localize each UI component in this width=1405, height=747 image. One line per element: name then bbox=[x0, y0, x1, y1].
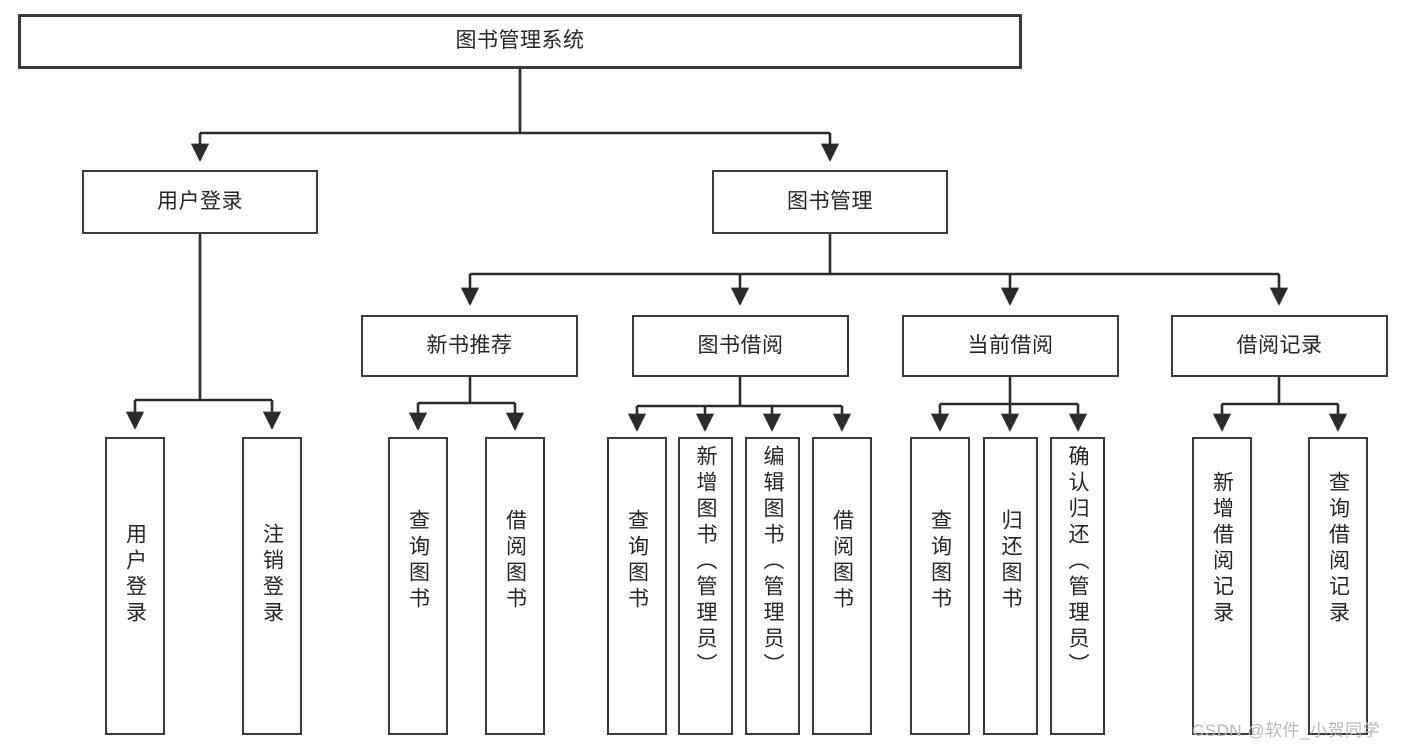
node-leaf-logout-login-label: 注销登录 bbox=[260, 523, 284, 627]
node-leaf-user-login-label: 用户登录 bbox=[123, 523, 147, 627]
node-leaf-confirm-return-label: 确认归还（管理员） bbox=[1066, 445, 1089, 679]
node-leaf-confirm-return[interactable]: 确认归还（管理员） bbox=[1050, 437, 1105, 735]
node-leaf-add-book-label: 新增图书（管理员） bbox=[694, 445, 717, 679]
node-book-management[interactable]: 图书管理 bbox=[712, 170, 948, 234]
node-leaf-user-login[interactable]: 用户登录 bbox=[105, 437, 165, 735]
node-leaf-query-book-2-label: 查询图书 bbox=[625, 509, 649, 613]
node-current-borrow-label: 当前借阅 bbox=[967, 333, 1054, 357]
node-current-borrow[interactable]: 当前借阅 bbox=[902, 315, 1119, 377]
node-user-login-label: 用户登录 bbox=[157, 189, 243, 213]
node-leaf-return-book-label: 归还图书 bbox=[999, 509, 1022, 613]
node-leaf-query-book-3[interactable]: 查询图书 bbox=[910, 437, 970, 735]
node-leaf-add-record[interactable]: 新增借阅记录 bbox=[1192, 437, 1252, 735]
node-leaf-query-book-1-label: 查询图书 bbox=[406, 509, 430, 613]
node-leaf-add-book[interactable]: 新增图书（管理员） bbox=[678, 437, 733, 735]
node-leaf-query-book-2[interactable]: 查询图书 bbox=[607, 437, 667, 735]
node-leaf-return-book[interactable]: 归还图书 bbox=[983, 437, 1038, 735]
node-book-borrow[interactable]: 图书借阅 bbox=[632, 315, 849, 377]
node-leaf-query-book-3-label: 查询图书 bbox=[928, 509, 952, 613]
node-borrow-record-label: 借阅记录 bbox=[1236, 333, 1323, 357]
node-borrow-record[interactable]: 借阅记录 bbox=[1171, 315, 1388, 377]
node-book-borrow-label: 图书借阅 bbox=[697, 333, 784, 357]
node-leaf-query-book-1[interactable]: 查询图书 bbox=[388, 437, 448, 735]
node-leaf-query-record[interactable]: 查询借阅记录 bbox=[1308, 437, 1368, 735]
node-book-management-label: 图书管理 bbox=[787, 189, 873, 213]
node-leaf-borrow-book-2-label: 借阅图书 bbox=[830, 509, 854, 613]
node-root-label: 图书管理系统 bbox=[455, 29, 585, 53]
csdn-watermark: CSDN @软件_小贺同学 bbox=[1192, 721, 1381, 740]
node-leaf-borrow-book-2[interactable]: 借阅图书 bbox=[812, 437, 872, 735]
node-user-login[interactable]: 用户登录 bbox=[82, 170, 318, 234]
node-leaf-query-record-label: 查询借阅记录 bbox=[1326, 471, 1350, 627]
node-root[interactable]: 图书管理系统 bbox=[18, 14, 1022, 69]
node-new-book-recommend-label: 新书推荐 bbox=[426, 333, 513, 357]
node-leaf-edit-book-label: 编辑图书（管理员） bbox=[761, 445, 784, 679]
node-new-book-recommend[interactable]: 新书推荐 bbox=[361, 315, 578, 377]
node-leaf-edit-book[interactable]: 编辑图书（管理员） bbox=[745, 437, 800, 735]
node-leaf-add-record-label: 新增借阅记录 bbox=[1210, 471, 1234, 627]
node-leaf-borrow-book-1-label: 借阅图书 bbox=[503, 509, 527, 613]
node-leaf-borrow-book-1[interactable]: 借阅图书 bbox=[485, 437, 545, 735]
node-leaf-logout-login[interactable]: 注销登录 bbox=[242, 437, 302, 735]
